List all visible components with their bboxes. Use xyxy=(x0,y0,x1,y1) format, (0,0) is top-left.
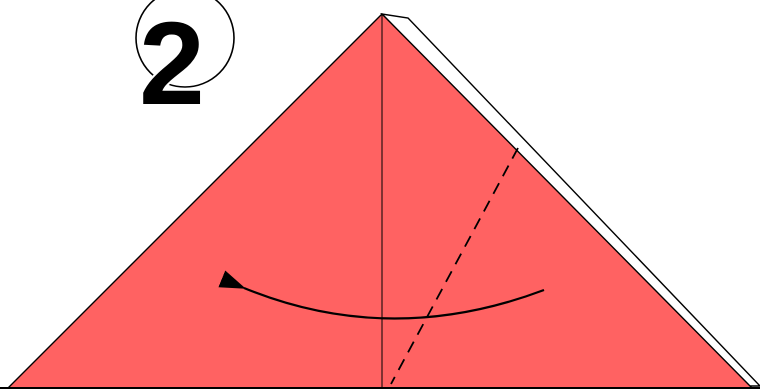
step-number: 2 xyxy=(139,0,205,130)
front-paper-triangle xyxy=(8,14,752,388)
